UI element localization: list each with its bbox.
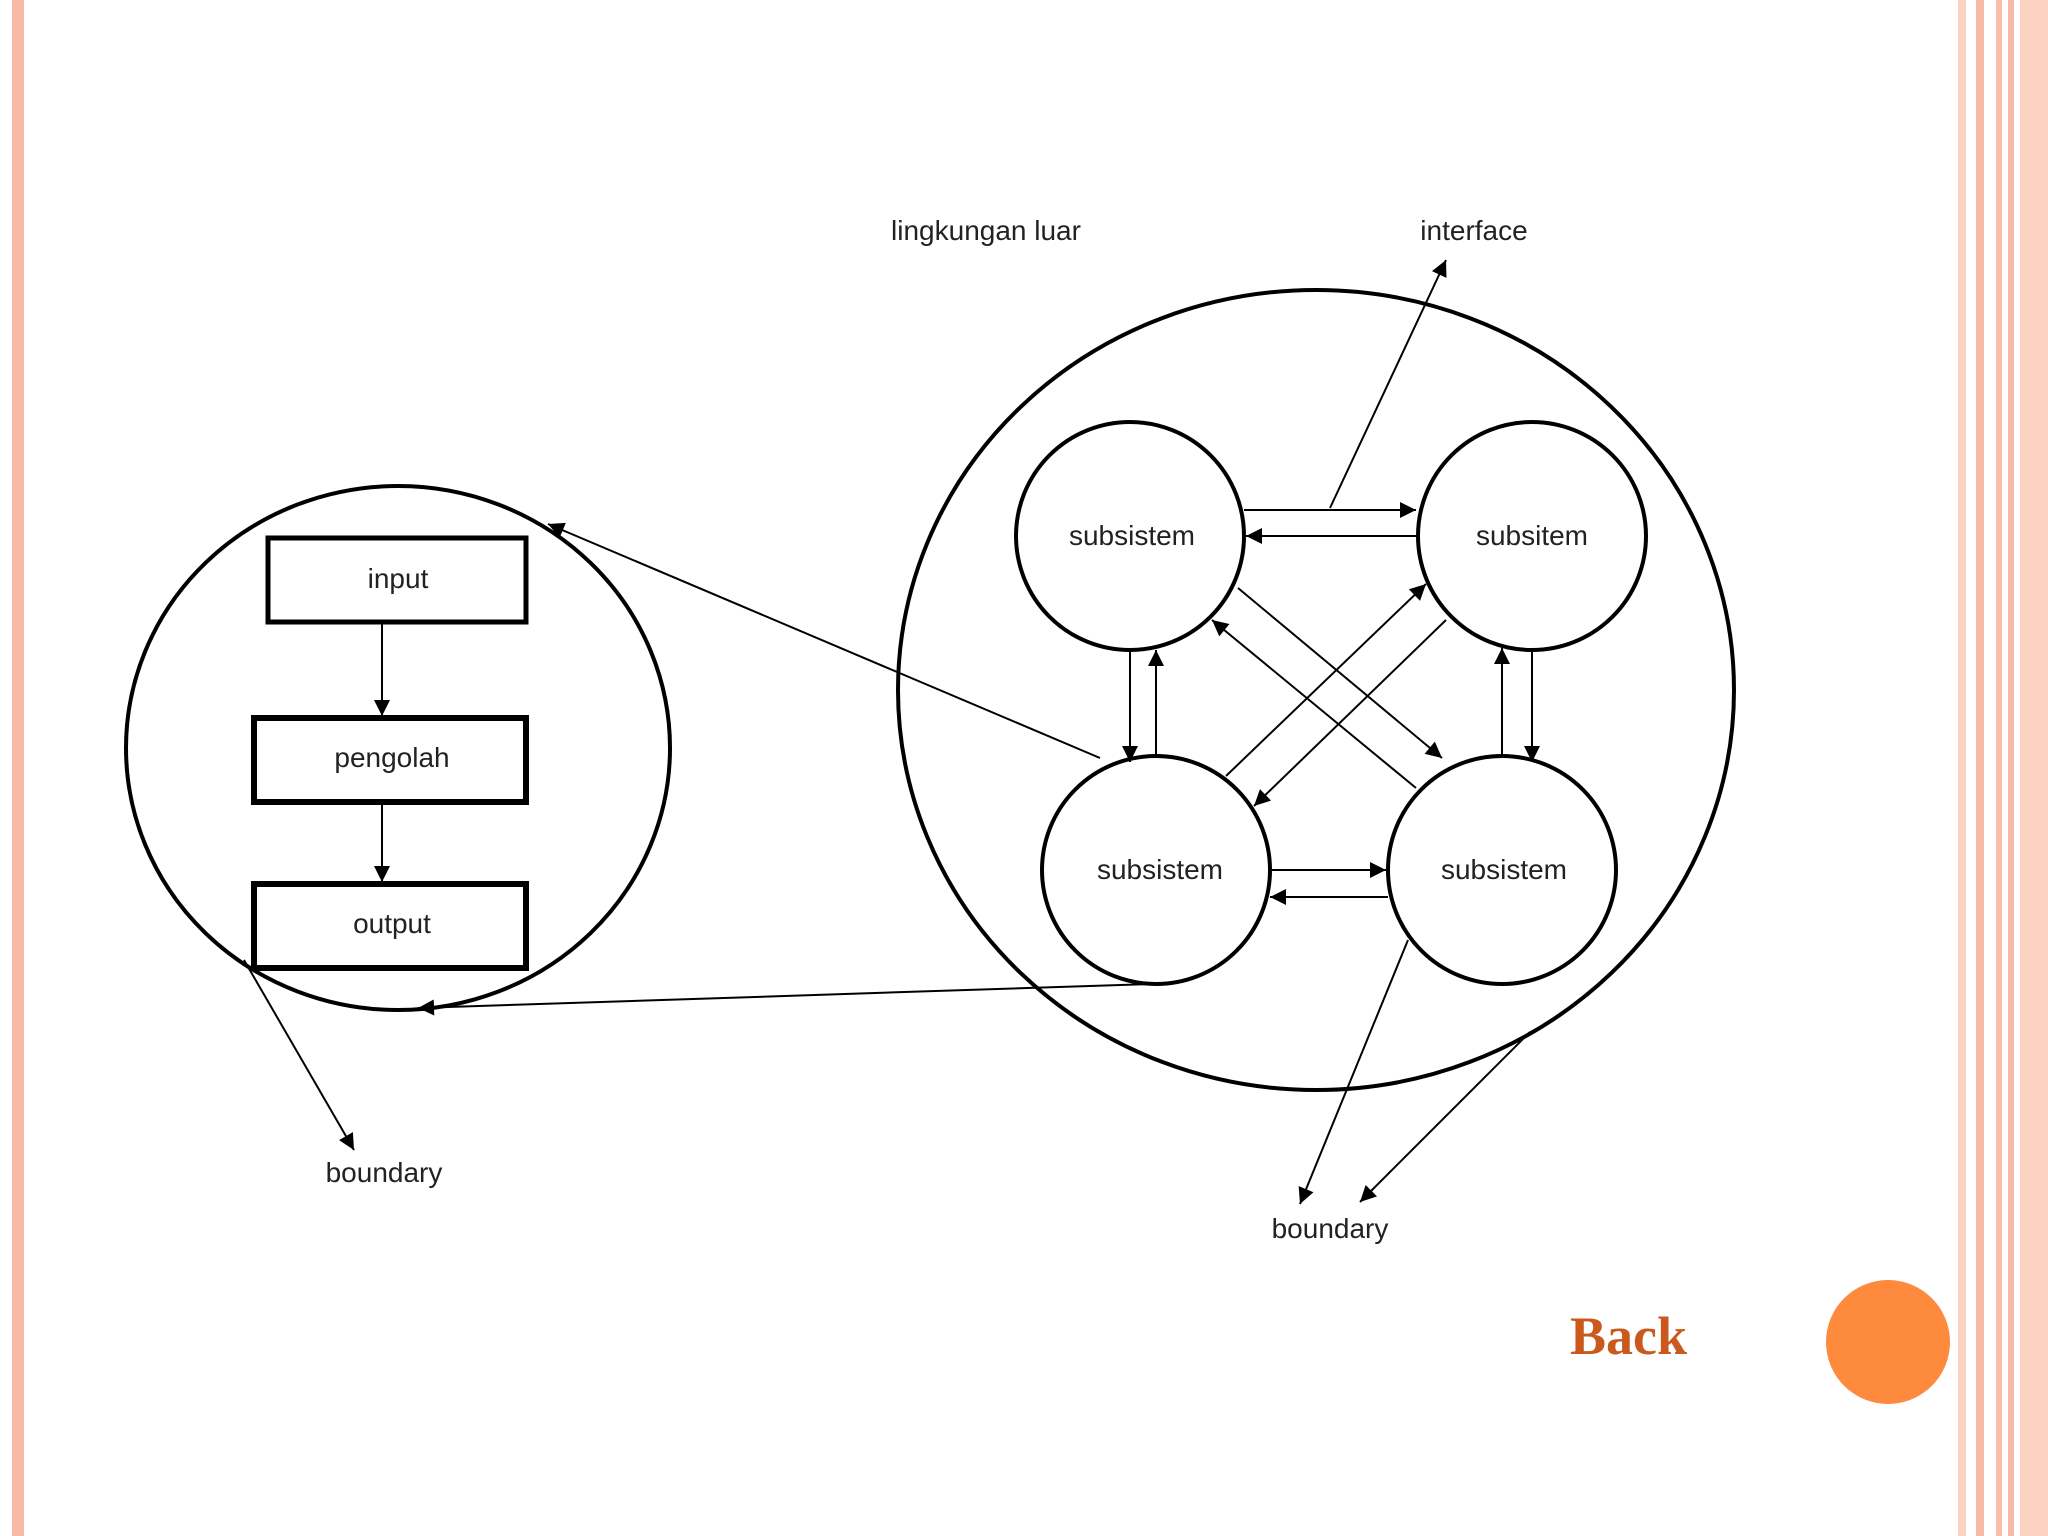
arrow-tl-to-br [1237,587,1443,759]
arrow-br-to-tl [1211,619,1417,789]
right-border-stripe-3 [1996,0,2002,1536]
output-label: output [353,908,431,939]
main-system: lingkungan luar interface subsistem subs… [417,215,1736,1244]
input-box [265,535,529,625]
interface-label: interface [1420,215,1527,246]
interface-pointer [1329,259,1447,509]
orange-circle-icon [1826,1280,1950,1404]
system-boundary-pointer-2 [1359,1031,1531,1203]
process-box [251,715,529,805]
arrow-bl-to-tr [1225,583,1427,777]
zoom-line-bottom [417,983,1151,1016]
detail-boundary-label: boundary [326,1157,443,1188]
output-box [251,881,529,971]
right-border-stripe-1 [1958,0,1966,1536]
subsystem-top-right-label: subsitem [1476,520,1588,551]
input-label: input [368,563,429,594]
right-border-stripe-2 [1976,0,1984,1536]
subsystem-bottom-right-label: subsistem [1441,854,1567,885]
right-border-stripe-4 [2008,0,2014,1536]
back-link[interactable]: Back [1570,1306,1688,1366]
environment-label: lingkungan luar [891,215,1081,246]
detail-boundary-circle [124,484,672,1012]
right-border-stripe-5 [2020,0,2048,1536]
process-label: pengolah [334,742,449,773]
system-boundary-label: boundary [1272,1213,1389,1244]
detail-system: input pengolah output boundary [124,484,672,1188]
subsystem-top-left-label: subsistem [1069,520,1195,551]
left-border-stripe [12,0,24,1536]
detail-boundary-pointer [243,959,355,1151]
arrow-tr-to-bl [1253,619,1447,807]
subsystem-bottom-left-label: subsistem [1097,854,1223,885]
system-boundary-circle [896,288,1736,1092]
zoom-line-top [547,522,1101,759]
system-boundary-pointer-1 [1298,939,1409,1205]
